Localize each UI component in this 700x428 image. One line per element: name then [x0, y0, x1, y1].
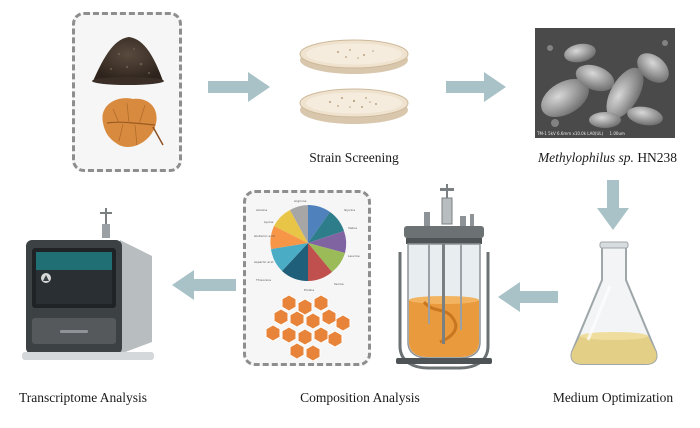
bioreactor-image — [396, 184, 492, 370]
label-composition-analysis: Composition Analysis — [300, 390, 420, 405]
pie-label-11: Arginine — [294, 199, 307, 203]
hexagon-molecule-image — [265, 295, 351, 361]
sequencer-instrument-image — [22, 208, 154, 360]
pie-label-1: Alanine — [256, 208, 267, 212]
pie-label-6: Proline — [304, 288, 314, 292]
pie-label-8: Aspartic acid — [254, 260, 274, 264]
pie-label-10: Lysine — [264, 220, 273, 224]
soil-pile-image — [92, 37, 164, 85]
dry-leaf-image — [102, 98, 164, 147]
label-transcriptome-analysis: Transcriptome Analysis — [18, 390, 148, 405]
strain-name-italic: Methylophilus sp. — [537, 150, 634, 165]
erlenmeyer-flask-image — [570, 241, 658, 365]
arrow-left-1 — [498, 282, 558, 312]
sem-micrograph: TM-1 5kV 6.6mm x10.0k LA0(UL) 1.00um — [535, 28, 675, 138]
petri-dish-bottom — [299, 88, 409, 124]
arrow-down — [597, 180, 629, 230]
petri-dish-top — [299, 39, 409, 74]
pie-label-4: Leucine — [348, 254, 360, 258]
pie-label-9: Glutamic acid — [254, 234, 275, 238]
composition-box: Alanine Glycine Valine Leucine Serine Pr… — [243, 190, 371, 366]
composition-pie-chart: Alanine Glycine Valine Leucine Serine Pr… — [254, 199, 360, 292]
sem-scale-caption: TM-1 5kV 6.6mm x10.0k LA0(UL) 1.00um — [537, 131, 625, 136]
sample-source-box — [72, 12, 182, 172]
label-strain-screening: Strain Screening — [309, 150, 399, 165]
strain-name-code: HN238 — [633, 150, 678, 165]
arrow-left-2 — [172, 270, 236, 300]
label-strain-name: Methylophilus sp. HN238 — [520, 150, 695, 166]
arrow-right-1 — [208, 72, 270, 102]
sem-texture — [535, 28, 675, 138]
pie-label-7: Threonine — [255, 278, 271, 282]
pie-label-5: Serine — [334, 282, 344, 286]
arrow-right-2 — [446, 72, 506, 102]
pie-label-2: Glycine — [344, 208, 355, 212]
label-medium-optimization: Medium Optimization — [552, 390, 674, 405]
pie-label-3: Valine — [348, 226, 357, 230]
